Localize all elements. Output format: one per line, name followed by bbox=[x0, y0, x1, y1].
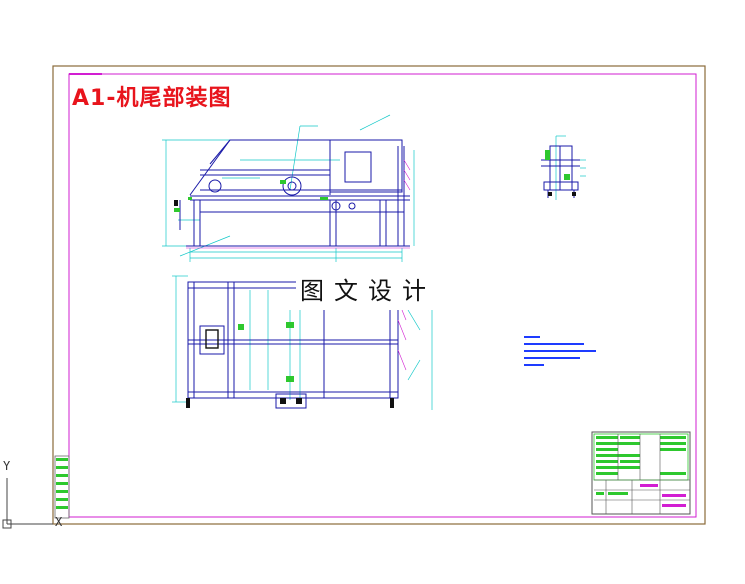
inner-drawing-border bbox=[68, 73, 697, 518]
watermark-label: 图文设计 bbox=[296, 272, 456, 310]
title-block bbox=[591, 431, 691, 515]
drawing-title: A1-机尾部装图 bbox=[72, 86, 232, 111]
outer-sheet-frame bbox=[52, 65, 706, 525]
ucs-y-label: Y bbox=[3, 459, 11, 473]
front-elevation-view bbox=[162, 114, 415, 262]
side-section-view bbox=[541, 135, 586, 200]
ucs-x-label: X bbox=[55, 515, 63, 529]
ucs-axis-icon bbox=[2, 478, 53, 529]
technical-notes bbox=[524, 336, 596, 366]
left-margin-stamp bbox=[54, 455, 70, 519]
